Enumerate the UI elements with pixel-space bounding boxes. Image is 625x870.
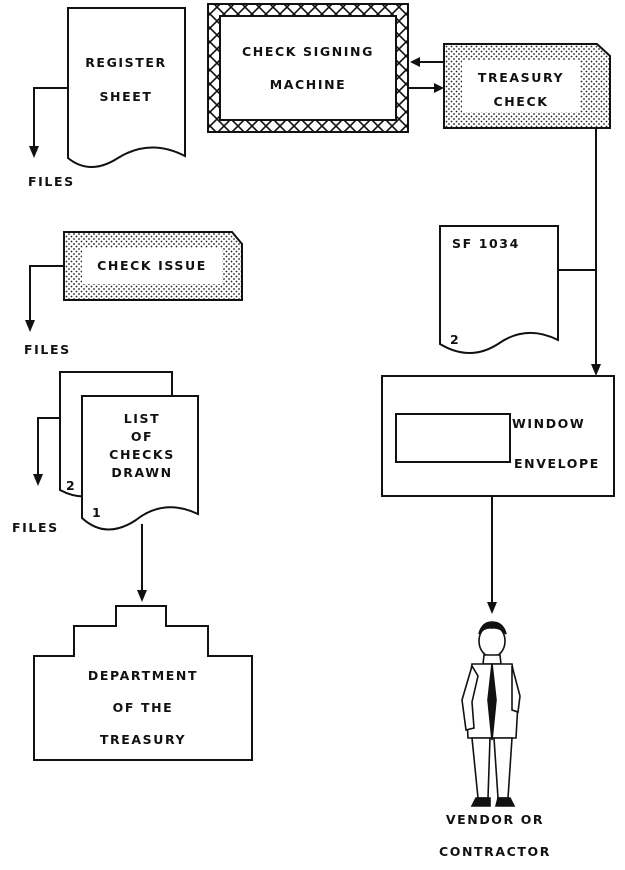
register-sheet-document [68,8,185,167]
vendor-figure-icon [462,622,520,806]
envelope-to-vendor-arrow [487,496,497,614]
department-label-line3: TREASURY [40,734,246,747]
list-to-treasury-arrow [137,524,147,602]
check-issue-files-arrow [25,266,64,332]
sf1034-label: SF 1034 [452,238,520,251]
window-envelope-label-line2: ENVELOPE [514,458,600,471]
sf1034-copy-number: 2 [450,334,460,347]
list-of-checks-label-line2: OF [94,431,190,444]
register-sheet-label-line1: REGISTER [70,57,182,70]
files-label-1: FILES [28,176,75,189]
register-sheet-label-line2: SHEET [70,91,182,104]
check-signing-machine-box [208,4,408,132]
treasury-check-label-line2: CHECK [462,96,580,109]
list-of-checks-label-line3: CHECKS [94,449,190,462]
check-to-envelope-line [558,128,601,376]
treasury-check-label-line1: TREASURY [462,72,580,85]
list-files-arrow [33,418,60,486]
department-label-line2: OF THE [40,702,246,715]
treasury-check-card [444,44,610,128]
window-envelope-label-line1: WINDOW [512,418,585,431]
files-label-3: FILES [12,522,59,535]
machine-check-arrows [408,57,444,93]
check-signing-machine-label-line1: CHECK SIGNING [220,46,396,59]
check-signing-machine-label-line2: MACHINE [220,79,396,92]
register-sheet-files-arrow [29,88,68,158]
list-of-checks-label-line1: LIST [94,413,190,426]
list-of-checks-label-line4: DRAWN [94,467,190,480]
department-label-line1: DEPARTMENT [40,670,246,683]
window-envelope [382,376,614,496]
list-back-copy-number: 2 [66,480,76,493]
check-issue-label: CHECK ISSUE [84,260,220,273]
files-label-2: FILES [24,344,71,357]
list-front-copy-number: 1 [92,507,102,520]
vendor-label-line1: VENDOR OR [420,814,570,827]
vendor-label-line2: CONTRACTOR [420,846,570,859]
